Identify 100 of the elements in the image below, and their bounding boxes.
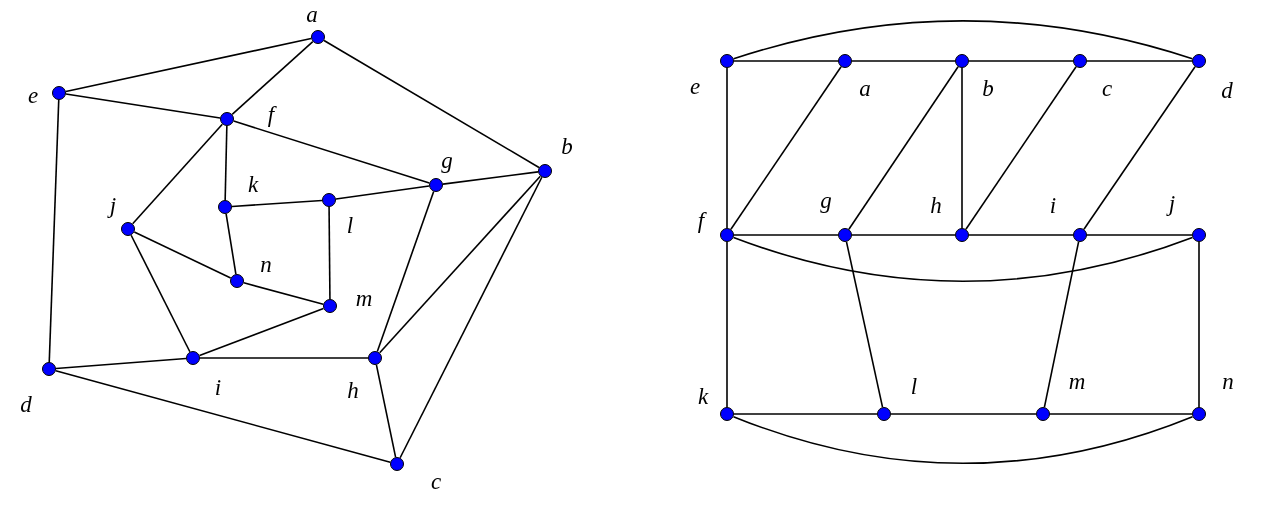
vertex-label: d [20, 392, 32, 416]
edge-line [48, 99, 60, 363]
edge-line [733, 413, 878, 415]
edge-line [323, 39, 540, 169]
edge-line [199, 357, 369, 359]
edge-line [376, 190, 435, 353]
vertex-dot [955, 228, 969, 242]
vertex-dot [323, 299, 337, 313]
vertex-dot [311, 30, 325, 44]
vertex-label: i [214, 375, 222, 399]
edge-line [133, 231, 232, 279]
vertex-label: k [697, 384, 709, 408]
edge-line [1086, 234, 1193, 236]
edge-line [1049, 413, 1193, 415]
vertex-dot [720, 407, 734, 421]
vertex-label: h [930, 193, 942, 217]
edge-line [65, 93, 221, 119]
vertex-dot [838, 228, 852, 242]
edge-line [968, 234, 1074, 236]
edge-line [1198, 241, 1200, 408]
vertex-dot [955, 54, 969, 68]
vertex-dot [1192, 54, 1206, 68]
edge-line [732, 415, 1194, 465]
vertex-dot [1073, 228, 1087, 242]
edge-line [733, 60, 839, 62]
edge-line [232, 120, 431, 184]
edge-line [968, 60, 1074, 62]
vertex-dot [230, 274, 244, 288]
edge-line [845, 241, 884, 408]
vertex-label: f [267, 102, 275, 126]
edge-line [54, 370, 392, 463]
vertex-dot [218, 200, 232, 214]
edge-line [198, 307, 325, 357]
vertex-dot [1192, 228, 1206, 242]
vertex-dot [368, 351, 382, 365]
edge-line [375, 364, 397, 458]
edge-line [732, 20, 1194, 60]
vertex-label: e [689, 74, 701, 98]
edge-line [131, 123, 224, 225]
edge-line [890, 413, 1037, 415]
vertex-dot [52, 86, 66, 100]
edge-line [965, 66, 1077, 230]
vertex-label: l [910, 374, 918, 398]
vertex-label: a [306, 2, 318, 26]
vertex-dot [720, 54, 734, 68]
vertex-dot [877, 407, 891, 421]
vertex-label: m [355, 286, 373, 310]
vertex-label: a [859, 76, 871, 100]
vertex-label: n [260, 252, 272, 276]
vertex-label: b [982, 76, 994, 100]
vertex-label: l [346, 213, 354, 237]
vertex-label: b [561, 134, 573, 158]
vertex-dot [220, 112, 234, 126]
edge-line [242, 282, 325, 305]
edge-line [442, 171, 539, 185]
vertex-dot [720, 228, 734, 242]
vertex-dot [838, 54, 852, 68]
vertex-label: n [1222, 369, 1234, 393]
edge-line [224, 125, 228, 201]
edge-line [1043, 241, 1080, 408]
vertex-dot [538, 164, 552, 178]
edge-line [732, 236, 1194, 283]
edge-line [848, 66, 959, 230]
edge-line [1086, 60, 1193, 62]
vertex-label: i [1049, 193, 1057, 217]
vertex-dot [429, 178, 443, 192]
edge-line [231, 40, 314, 116]
vertex-label: j [1168, 191, 1176, 215]
edge-line [399, 176, 543, 459]
edge-line [851, 234, 956, 236]
vertex-label: d [1221, 78, 1233, 102]
vertex-label: m [1068, 369, 1086, 393]
edge-line [726, 241, 728, 408]
vertex-label: k [247, 172, 259, 196]
vertex-dot [186, 351, 200, 365]
edge-line [733, 234, 839, 236]
vertex-dot [1036, 407, 1050, 421]
edge-line [231, 199, 323, 208]
edge-line [335, 185, 430, 200]
edge-line [130, 234, 191, 353]
vertex-dot [121, 222, 135, 236]
vertex-label: g [441, 148, 453, 172]
edge-line [378, 175, 542, 354]
vertex-label: c [1101, 76, 1113, 100]
vertex-dot [42, 362, 56, 376]
edge-line [961, 67, 963, 229]
edge-line [65, 37, 312, 93]
vertex-dot [322, 193, 336, 207]
edge-line [328, 206, 331, 300]
vertex-dot [1073, 54, 1087, 68]
vertex-label: e [27, 83, 39, 107]
vertex-dot [1192, 407, 1206, 421]
edge-line [1083, 66, 1196, 230]
vertex-label: h [347, 378, 359, 402]
vertex-label: c [430, 469, 442, 493]
edge-line [851, 60, 956, 62]
vertex-label: f [697, 208, 705, 232]
edge-line [225, 213, 237, 275]
edge-line [726, 67, 728, 229]
vertex-label: g [820, 188, 832, 212]
